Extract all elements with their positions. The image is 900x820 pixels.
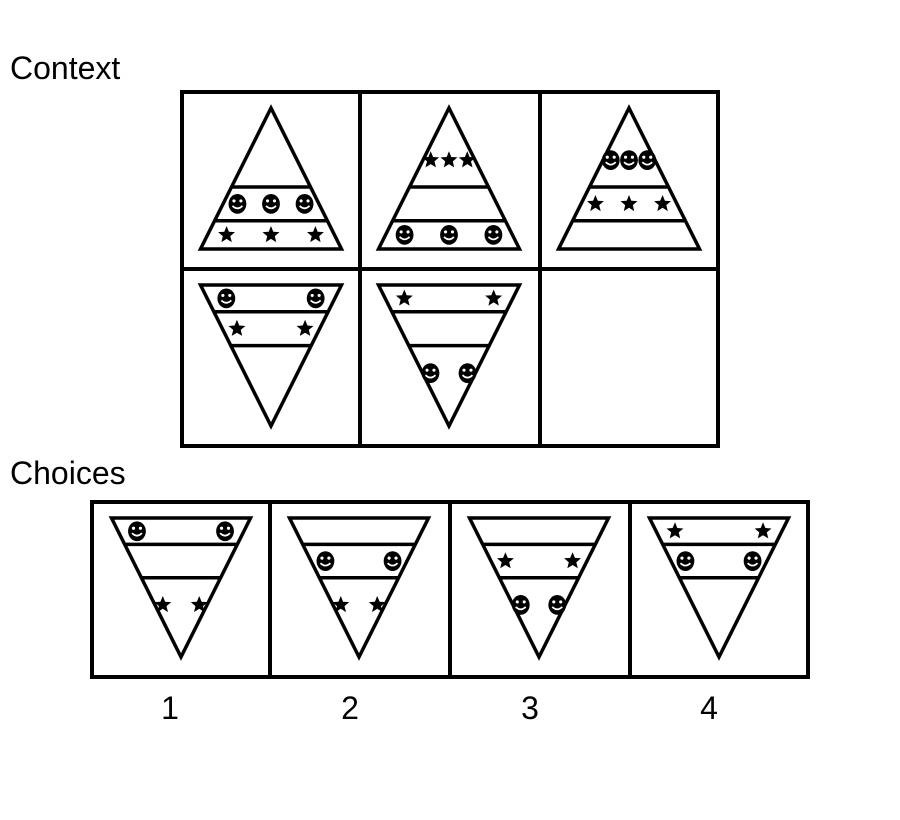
band-bottom-icons <box>421 363 477 384</box>
star-icon <box>368 596 386 613</box>
star-icon <box>332 596 350 613</box>
triangle-outline <box>197 283 345 430</box>
band-bottom-icons <box>218 226 324 243</box>
triangle-outline <box>197 104 345 251</box>
band-middle-icons <box>497 552 581 569</box>
star-icon <box>190 596 208 613</box>
band-middle-icons <box>228 193 314 214</box>
smiley-icon <box>217 288 236 309</box>
triangle-outline <box>646 516 792 661</box>
band-bottom-icons <box>395 225 503 245</box>
star-icon <box>154 596 172 613</box>
context-panel-1 <box>197 104 345 251</box>
context-panel-5 <box>375 283 523 430</box>
smiley-icon <box>511 594 530 615</box>
band-bottom-icons <box>154 596 208 613</box>
smiley-icon <box>216 521 234 542</box>
star-icon <box>218 226 235 243</box>
choices-grid <box>90 500 810 679</box>
smiley-icon <box>440 225 458 245</box>
context-panel-2 <box>375 104 523 251</box>
star-icon <box>422 151 440 168</box>
star-icon <box>485 289 503 306</box>
star-icon <box>587 195 604 212</box>
smiley-icon <box>262 193 280 214</box>
choice-number-3: 3 <box>521 690 539 726</box>
band-middle-icons <box>676 551 762 571</box>
triangle-outline <box>555 104 703 251</box>
star-icon <box>754 522 772 539</box>
choice-panel-3 <box>466 516 612 661</box>
band-top-icons <box>422 151 476 168</box>
smiley-icon <box>743 551 762 571</box>
star-icon <box>564 552 581 569</box>
band-middle-icons <box>316 551 402 571</box>
star-icon <box>307 226 324 243</box>
star-icon <box>262 226 280 243</box>
choice-panel-4 <box>646 516 792 661</box>
smiley-icon <box>620 150 638 171</box>
star-icon <box>458 151 476 168</box>
smiley-icon <box>601 150 620 171</box>
context-heading: Context <box>10 50 121 86</box>
context-panel-3 <box>555 104 703 251</box>
smiley-icon <box>458 363 477 384</box>
choice-panel-2 <box>286 516 432 661</box>
choices-heading: Choices <box>10 455 126 491</box>
band-top-icons <box>128 521 234 542</box>
smiley-icon <box>228 193 247 214</box>
star-icon <box>666 522 684 539</box>
smiley-icon <box>548 594 567 615</box>
band-bottom-icons <box>511 594 567 615</box>
triangle-outline <box>108 516 254 661</box>
smiley-icon <box>676 551 695 571</box>
smiley-icon <box>484 225 503 245</box>
triangle-outline <box>466 516 612 661</box>
choice-number-1: 1 <box>161 690 179 726</box>
choice-panel-1 <box>108 516 254 661</box>
star-icon <box>497 552 514 569</box>
smiley-icon <box>638 150 657 171</box>
smiley-icon <box>421 363 440 384</box>
band-bottom-icons <box>332 596 386 613</box>
context-panel-4 <box>197 283 345 430</box>
smiley-icon <box>306 288 325 309</box>
triangle-outline <box>375 283 523 430</box>
smiley-icon <box>128 521 146 542</box>
band-top-icons <box>601 150 657 171</box>
band-top-icons <box>217 288 325 309</box>
star-icon <box>296 319 314 336</box>
star-icon <box>228 319 246 336</box>
choice-number-4: 4 <box>700 690 718 726</box>
smiley-icon <box>383 551 402 571</box>
star-icon <box>620 195 638 212</box>
triangle-outline <box>286 516 432 661</box>
band-middle-icons <box>228 319 314 336</box>
smiley-icon <box>295 193 314 214</box>
star-icon <box>395 289 413 306</box>
smiley-icon <box>395 225 414 245</box>
band-top-icons <box>666 522 772 539</box>
panels-layer <box>108 104 792 661</box>
band-middle-icons <box>587 195 671 212</box>
choice-number-2: 2 <box>341 690 359 726</box>
star-icon <box>440 151 458 168</box>
star-icon <box>654 195 671 212</box>
context-grid <box>180 90 720 448</box>
band-top-icons <box>395 289 503 306</box>
smiley-icon <box>316 551 335 571</box>
triangle-outline <box>375 104 523 251</box>
